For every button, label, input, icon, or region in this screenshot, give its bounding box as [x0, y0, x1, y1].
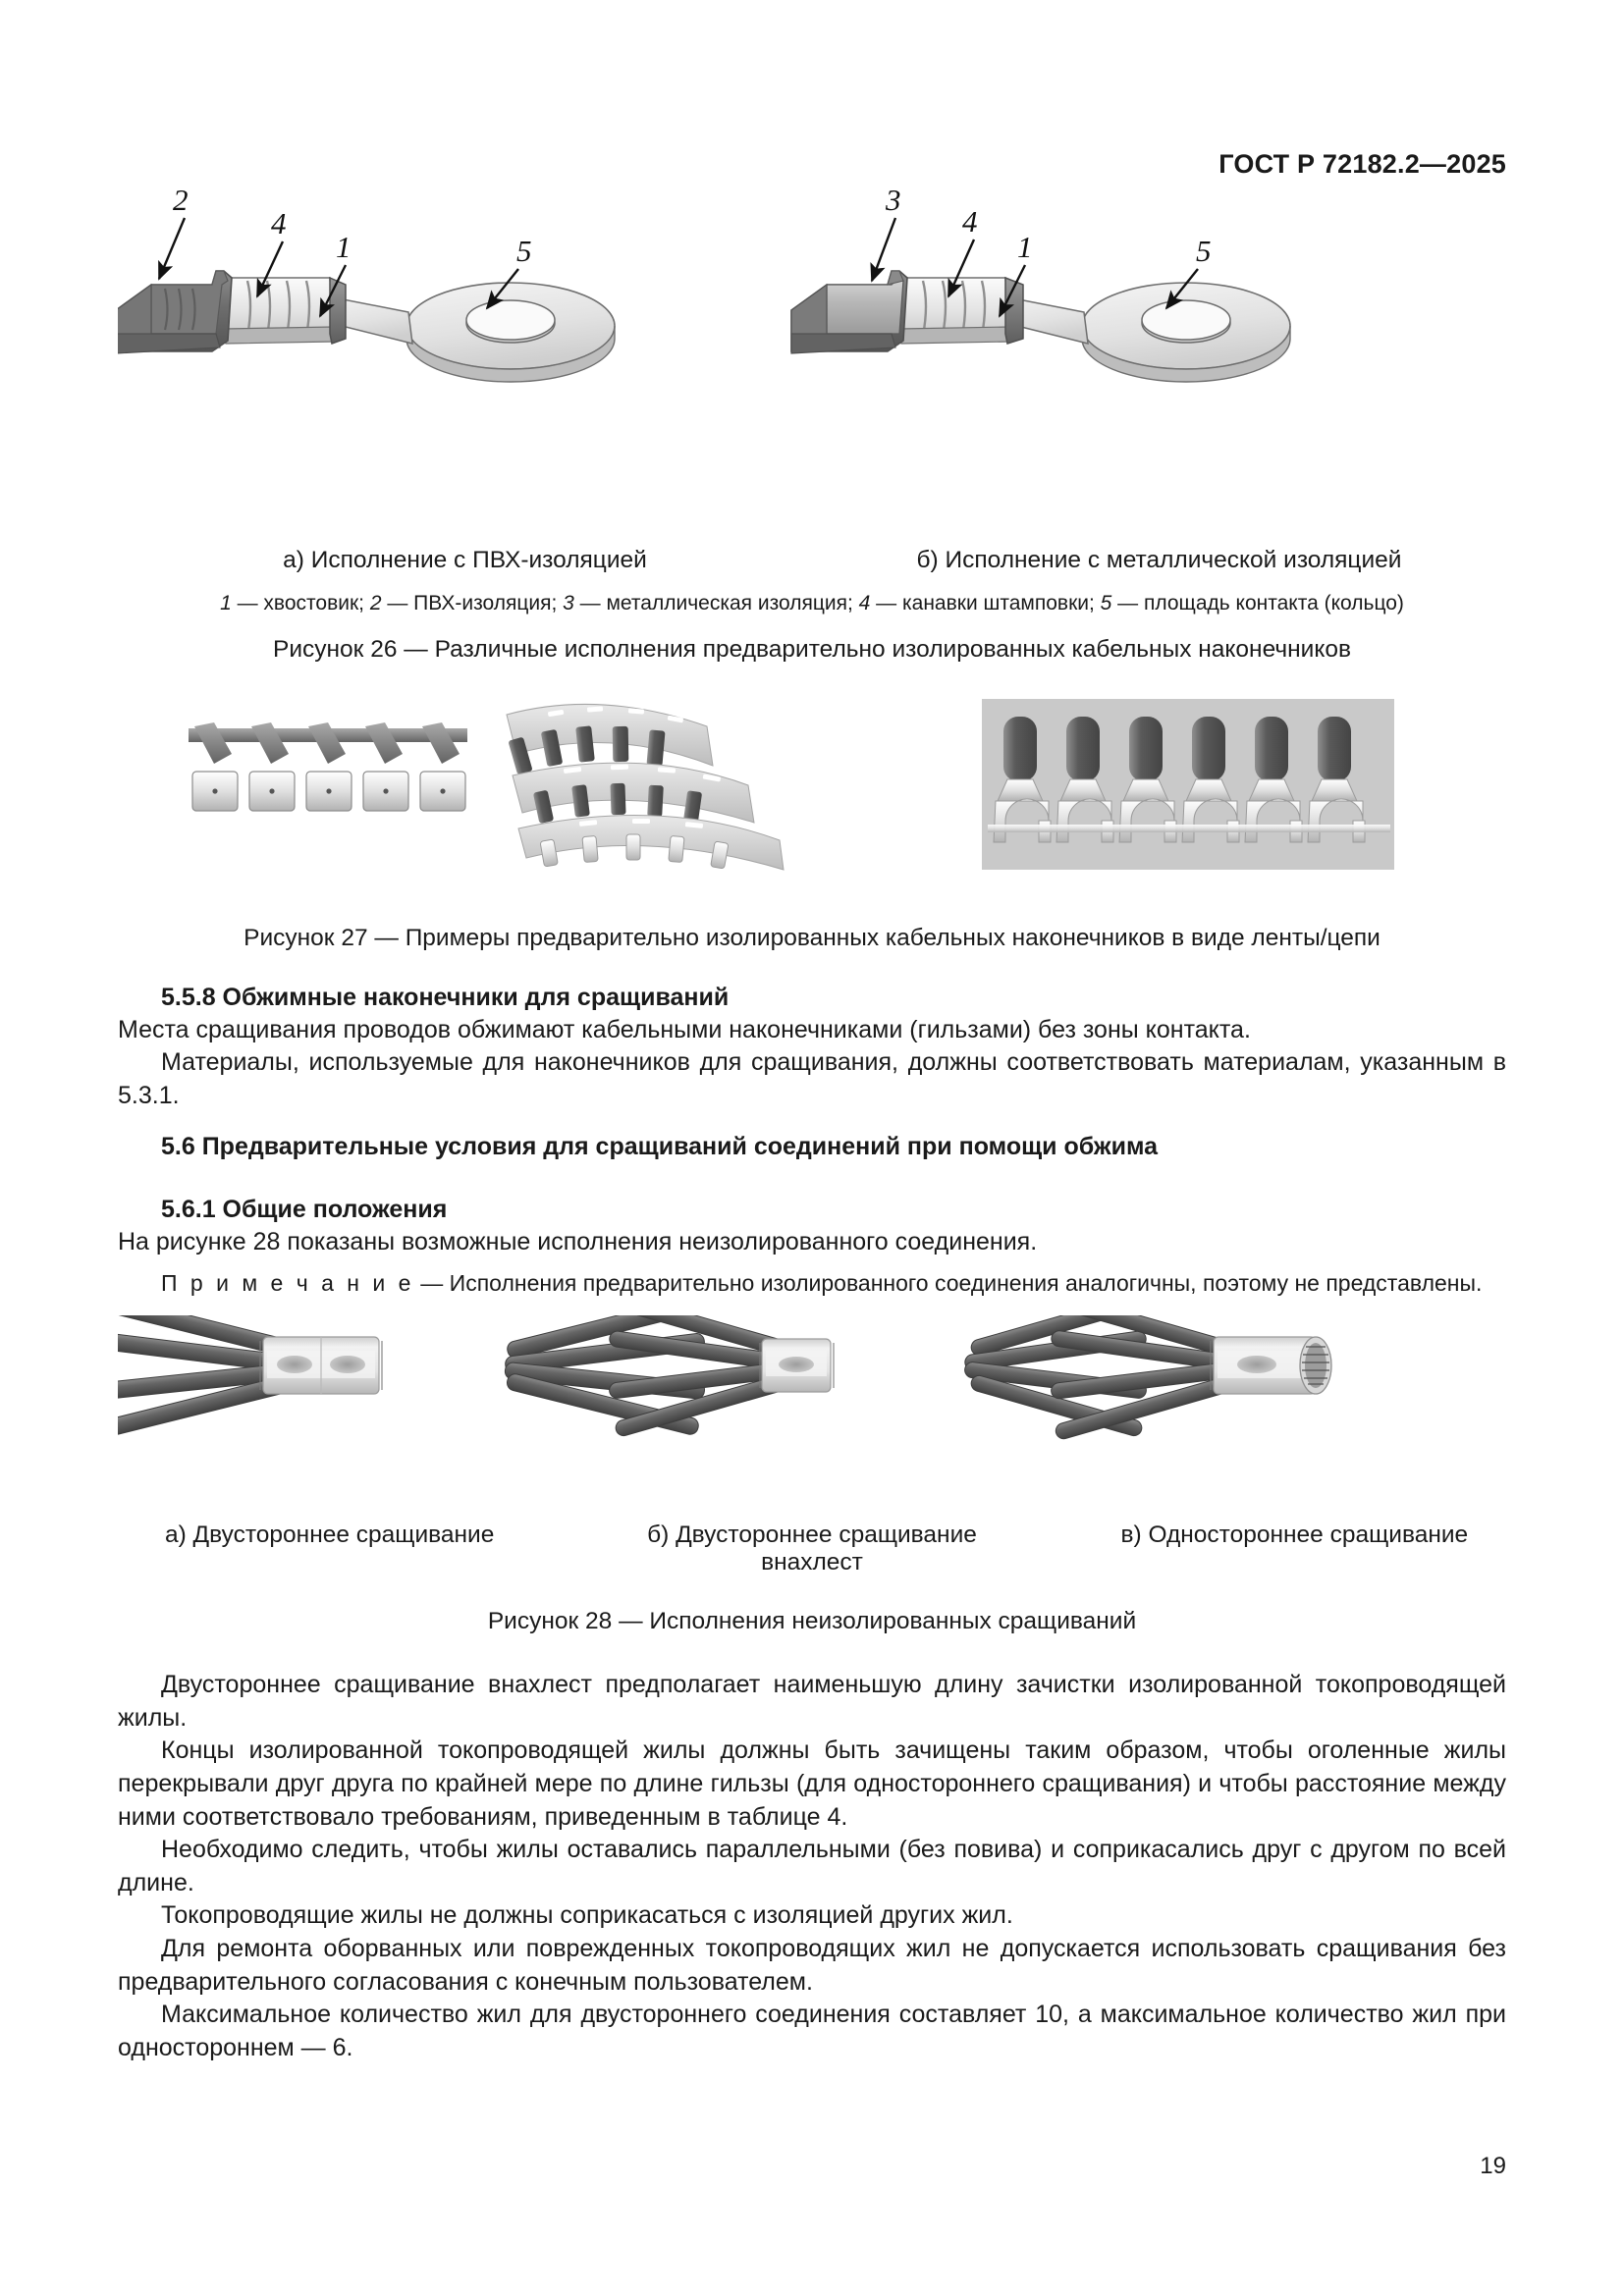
body-paragraph-2: Концы изолированной токопроводящей жилы … — [118, 1736, 1506, 1831]
legend-item-1: 1 — хвостовик; — [220, 592, 370, 614]
closing-body-text: Двустороннее сращивание внахлест предпол… — [118, 1669, 1506, 2065]
ring-terminal-pvc: 2 4 1 5 — [118, 187, 616, 383]
callout-label-1b: 1 — [1017, 230, 1033, 264]
figure-28-subcaption-a: а) Двустороннее сращивание — [164, 1522, 495, 1548]
crimp-barrel-a — [223, 277, 335, 345]
contact-ring-b — [979, 282, 1291, 383]
callout-label-4b: 4 — [962, 204, 978, 239]
body-paragraph-5: Для ремонта оборванных или поврежденных … — [118, 1935, 1506, 1996]
figure-28-subcaption-b: б) Двустороннее сращивание внахлест — [647, 1522, 977, 1575]
ring-terminal-metal: 3 4 1 5 — [790, 187, 1291, 383]
body-paragraph-1: Двустороннее сращивание внахлест предпол… — [118, 1671, 1506, 1732]
figure-26-callouts-b: 3 4 1 5 — [870, 187, 1212, 318]
legend-item-3: 3 — металлическая изоляция; — [563, 592, 859, 614]
figure-27-caption: Рисунок 27 — Примеры предварительно изол… — [244, 925, 1380, 951]
callout-label-5: 5 — [516, 234, 532, 268]
metal-insulation-b — [790, 270, 1024, 354]
pvc-insulation-a — [118, 270, 347, 354]
callout-label-5b: 5 — [1196, 234, 1212, 268]
section-5-5-8-paragraph-1: Места сращивания проводов обжимают кабел… — [118, 1015, 1251, 1043]
figure-28-caption: Рисунок 28 — Исполнения неизолированных … — [487, 1608, 1137, 1634]
contact-ring-a — [303, 282, 616, 383]
figure-26-subcaption-row: а) Исполнение с ПВХ-изоляцией б) Исполне… — [118, 547, 1506, 574]
figure-28-subcaption-row: а) Двустороннее сращивание б) Двусторонн… — [118, 1522, 1506, 1576]
document-standard-id: ГОСТ Р 72182.2—2025 — [1218, 149, 1506, 179]
figure-26-illustration: 2 4 1 5 — [118, 187, 1506, 530]
figure-26-subcaption-a: а) Исполнение с ПВХ-изоляцией — [283, 547, 647, 573]
section-5-6-1: 5.6.1 Общие положения На рисунке 28 пока… — [118, 1194, 1506, 1258]
callout-label-3: 3 — [885, 187, 901, 217]
body-paragraph-4: Токопроводящие жилы не должны соприкасат… — [161, 1901, 1013, 1930]
photo-terminal-chain-1 — [189, 722, 467, 812]
note-label: П р и м е ч а н и е — [161, 1270, 414, 1296]
legend-item-4: 4 — канавки штамповки; — [858, 592, 1101, 614]
figure-28-illustration — [118, 1315, 1506, 1512]
note-text: — Исполнения предварительно изолированно… — [413, 1270, 1483, 1296]
section-5-6-1-note: П р и м е ч а н и е — Исполнения предвар… — [118, 1268, 1506, 1299]
crimp-barrel-b — [898, 277, 1010, 345]
body-paragraph-6: Максимальное количество жил для двусторо… — [118, 2001, 1506, 2061]
callout-label-1: 1 — [336, 230, 352, 264]
callout-label-4: 4 — [271, 206, 287, 240]
section-5-6-heading: 5.6 Предварительные условия для сращиван… — [161, 1133, 1159, 1160]
figure-28-subcaption-c: в) Одностороннее сращивание — [1120, 1522, 1469, 1548]
photo-terminal-chain-3 — [982, 699, 1394, 870]
page-number: 19 — [1480, 2153, 1506, 2179]
legend-item-5: 5 — площадь контакта (кольцо) — [1100, 592, 1404, 614]
body-paragraph-3: Необходимо следить, чтобы жилы оставалис… — [118, 1836, 1506, 1896]
photo-terminal-chain-2 — [506, 703, 785, 871]
callout-label-2: 2 — [173, 187, 189, 217]
section-5-6-1-paragraph: На рисунке 28 показаны возможные исполне… — [118, 1227, 1038, 1255]
section-5-5-8-heading: 5.5.8 Обжимные наконечники для сращивани… — [161, 984, 730, 1011]
splice-single-sided — [1051, 1315, 1332, 1440]
section-5-6-1-heading: 5.6.1 Общие положения — [161, 1196, 448, 1223]
figure-26-subcaption-b: б) Исполнение с металлической изоляцией — [916, 547, 1402, 573]
section-5-6: 5.6 Предварительные условия для сращиван… — [118, 1131, 1506, 1163]
figure-26-legend: 1 — хвостовик; 2 — ПВХ-изоляция; 3 — мет… — [118, 590, 1506, 616]
section-5-5-8-paragraph-2: Материалы, используемые для наконечников… — [118, 1048, 1506, 1109]
figure-26-caption: Рисунок 26 — Различные исполнения предва… — [273, 636, 1351, 663]
figure-27-photos — [118, 677, 1506, 893]
legend-item-2: 2 — ПВХ-изоляция; — [369, 592, 564, 614]
section-5-5-8: 5.5.8 Обжимные наконечники для сращивани… — [118, 982, 1506, 1112]
figure-26-callouts-a: 2 4 1 5 — [157, 187, 532, 318]
